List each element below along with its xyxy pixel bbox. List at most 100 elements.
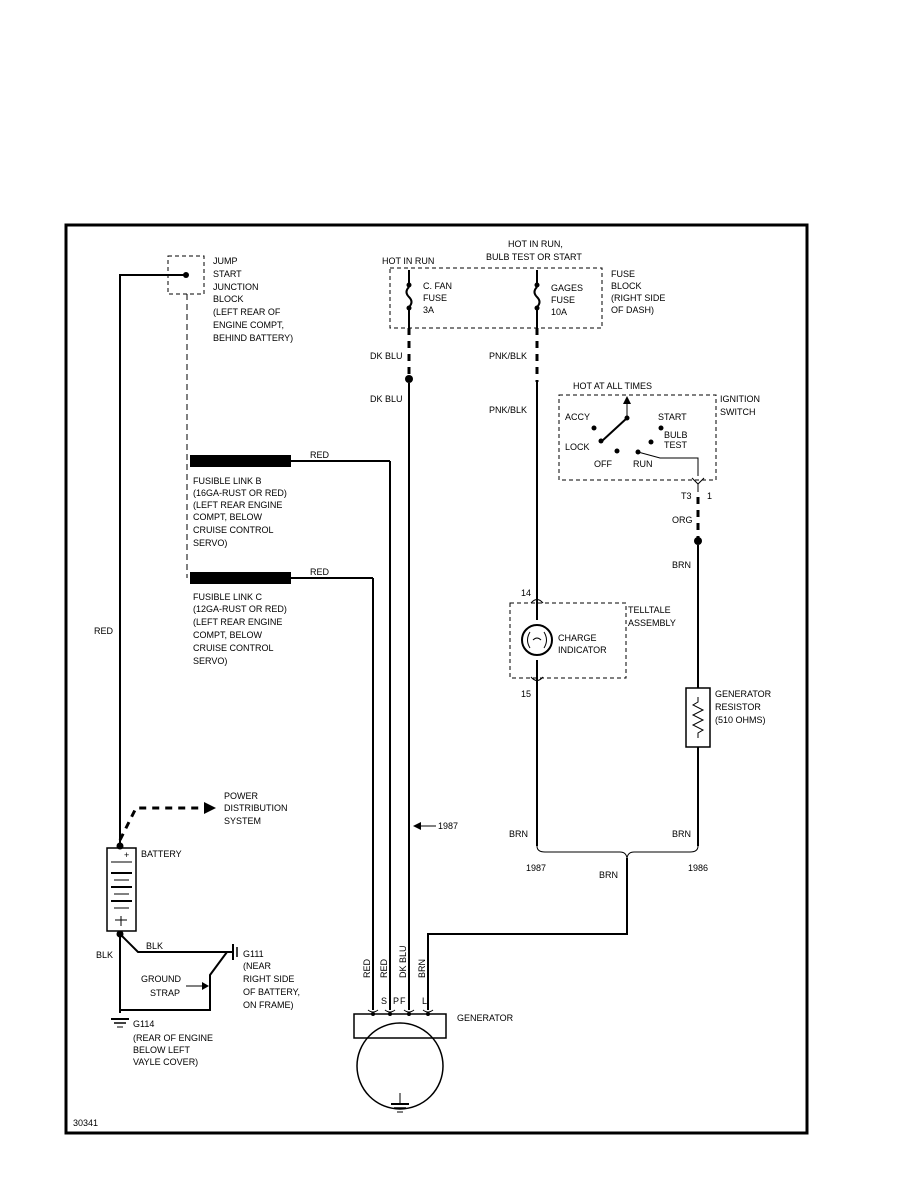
g111-label: G111 xyxy=(243,949,264,959)
jump-start-label: (LEFT REAR OF xyxy=(213,307,281,317)
telltale-label: ASSEMBLY xyxy=(628,618,676,628)
cfan-fuse-label: FUSE xyxy=(423,293,447,303)
wire-label-red-b: RED xyxy=(310,450,330,460)
diagram-frame xyxy=(64,223,809,1135)
ground-strap-label: GROUND xyxy=(141,974,181,984)
cfan-fuse: C. FAN FUSE 3A xyxy=(405,270,452,328)
wire-label-dk-blu-1: DK BLU xyxy=(370,351,403,361)
wire-label-brn-1987: BRN xyxy=(509,829,528,839)
fusible-c-label: FUSIBLE LINK C xyxy=(193,592,263,602)
hot-in-run-bulb-label: BULB TEST OR START xyxy=(486,252,582,262)
g111-label: (NEAR xyxy=(243,961,272,971)
generator-label: GENERATOR xyxy=(457,1013,514,1023)
arrow-1987: 1987 xyxy=(413,821,458,831)
telltale-label: TELLTALE xyxy=(628,605,671,615)
jump-start-label: START xyxy=(213,269,242,279)
g114-label: BELOW LEFT xyxy=(133,1045,191,1055)
wire-dk-blu: DK BLU DK BLU xyxy=(370,328,413,1010)
fuse-block: HOT IN RUN HOT IN RUN, BULB TEST OR STAR… xyxy=(382,239,665,329)
g111-label: ON FRAME) xyxy=(243,1000,294,1010)
hot-in-run-label: HOT IN RUN xyxy=(382,256,434,266)
wire-label-red-c: RED xyxy=(310,567,330,577)
wire-label-blk-1: BLK xyxy=(146,941,163,951)
fusible-b-label: COMPT, BELOW xyxy=(193,512,263,522)
switch-bulb-test-label: BULB xyxy=(664,430,688,440)
generator-resistor-label: RESISTOR xyxy=(715,702,761,712)
g114-label: G114 xyxy=(133,1019,154,1029)
jump-start-label: JUNCTION xyxy=(213,282,259,292)
year-1987-arrow-label: 1987 xyxy=(438,821,458,831)
fusible-c-label: SERVO) xyxy=(193,656,227,666)
fusible-b-label: (LEFT REAR ENGINE xyxy=(193,500,282,510)
fusible-b-label: CRUISE CONTROL xyxy=(193,525,274,535)
charge-indicator-label: INDICATOR xyxy=(558,645,607,655)
fusible-c-label: COMPT, BELOW xyxy=(193,630,263,640)
jump-start-label: ENGINE COMPT, xyxy=(213,320,284,330)
cfan-fuse-label: 3A xyxy=(423,305,434,315)
gen-wire-label-red-s: RED xyxy=(362,958,372,978)
gen-terminal-l: L xyxy=(422,996,427,1006)
switch-accy-label: ACCY xyxy=(565,412,590,422)
charge-indicator-bulb xyxy=(521,624,553,656)
fuse-block-label: (RIGHT SIDE xyxy=(611,293,665,303)
gen-terminal-p: P xyxy=(393,996,399,1006)
year-1986-label: 1986 xyxy=(688,863,708,873)
figure-number: 30341 xyxy=(73,1118,98,1128)
connector-t3-label: T3 xyxy=(681,491,692,501)
fusible-b-label: SERVO) xyxy=(193,538,227,548)
jump-start-label: BLOCK xyxy=(213,294,244,304)
hot-all-times-label: HOT AT ALL TIMES xyxy=(573,381,652,391)
fusible-b-label: FUSIBLE LINK B xyxy=(193,476,262,486)
battery: + BATTERY xyxy=(106,847,182,932)
ignition-switch-label: SWITCH xyxy=(720,407,756,417)
battery-ground-circuit: BLK BLK G111 (NEAR RIGHT SIDE OF BATTERY… xyxy=(96,930,300,1067)
generator-resistor-label: GENERATOR xyxy=(715,689,772,699)
gen-wire-label-brn: BRN xyxy=(417,959,427,978)
gen-terminal-f: F xyxy=(400,996,406,1006)
fuse-block-label: FUSE xyxy=(611,269,635,279)
battery-plus: + xyxy=(124,850,129,860)
fusible-c-label: CRUISE CONTROL xyxy=(193,643,274,653)
fusible-b-label: (16GA-RUST OR RED) xyxy=(193,488,287,498)
switch-off-label: OFF xyxy=(594,459,612,469)
year-brace xyxy=(536,845,699,859)
connector-t3-pin: 1 xyxy=(707,491,712,501)
power-distribution-label: DISTRIBUTION xyxy=(224,803,288,813)
gages-fuse-label: 10A xyxy=(551,307,567,317)
wire-label-brn-common: BRN xyxy=(599,870,618,880)
generator: RED RED DK BLU BRN S P F L GENERATOR xyxy=(353,945,514,1113)
jump-start-label: BEHIND BATTERY) xyxy=(213,333,293,343)
wire-label-brn-1: BRN xyxy=(672,560,691,570)
wire-label-red-battery: RED xyxy=(94,626,114,636)
cfan-fuse-label: C. FAN xyxy=(423,281,452,291)
g114-label: (REAR OF ENGINE xyxy=(133,1033,213,1043)
generator-resistor: GENERATOR RESISTOR (510 OHMS) xyxy=(685,687,772,748)
gages-fuse-label: FUSE xyxy=(551,295,575,305)
wire-pnk-blk: PNK/BLK PNK/BLK xyxy=(489,328,539,596)
switch-start-label: START xyxy=(658,412,687,422)
wire-label-pnk-blk-1: PNK/BLK xyxy=(489,351,527,361)
battery-label: BATTERY xyxy=(141,849,182,859)
fusible-link-b: RED FUSIBLE LINK B (16GA-RUST OR RED) (L… xyxy=(190,450,390,548)
switch-lock-label: LOCK xyxy=(565,442,590,452)
g111-label: RIGHT SIDE xyxy=(243,974,294,984)
g114-label: VAYLE COVER) xyxy=(133,1057,198,1067)
ground-strap-label: STRAP xyxy=(150,988,180,998)
gages-fuse: GAGES FUSE 10A xyxy=(533,270,583,328)
fuse-block-label: OF DASH) xyxy=(611,305,654,315)
wire-label-brn-1986: BRN xyxy=(672,829,691,839)
ignition-switch-label: IGNITION xyxy=(720,394,760,404)
jump-start-label: JUMP xyxy=(213,256,238,266)
fusible-link-c: RED FUSIBLE LINK C (12GA-RUST OR RED) (L… xyxy=(190,567,373,666)
wire-label-org: ORG xyxy=(672,515,693,525)
jump-start-junction-block: JUMP START JUNCTION BLOCK (LEFT REAR OF … xyxy=(167,255,293,343)
fusible-c-label: (LEFT REAR ENGINE xyxy=(193,617,282,627)
gen-wire-label-dk-blu: DK BLU xyxy=(398,945,408,978)
fuse-block-label: BLOCK xyxy=(611,281,642,291)
wire-red-battery xyxy=(119,274,186,846)
wire-label-blk-2: BLK xyxy=(96,950,113,960)
switch-bulb-test-label: TEST xyxy=(664,440,688,450)
telltale-pin-15: 15 xyxy=(521,689,531,699)
wire-org-brn: ORG BRN xyxy=(672,497,702,688)
